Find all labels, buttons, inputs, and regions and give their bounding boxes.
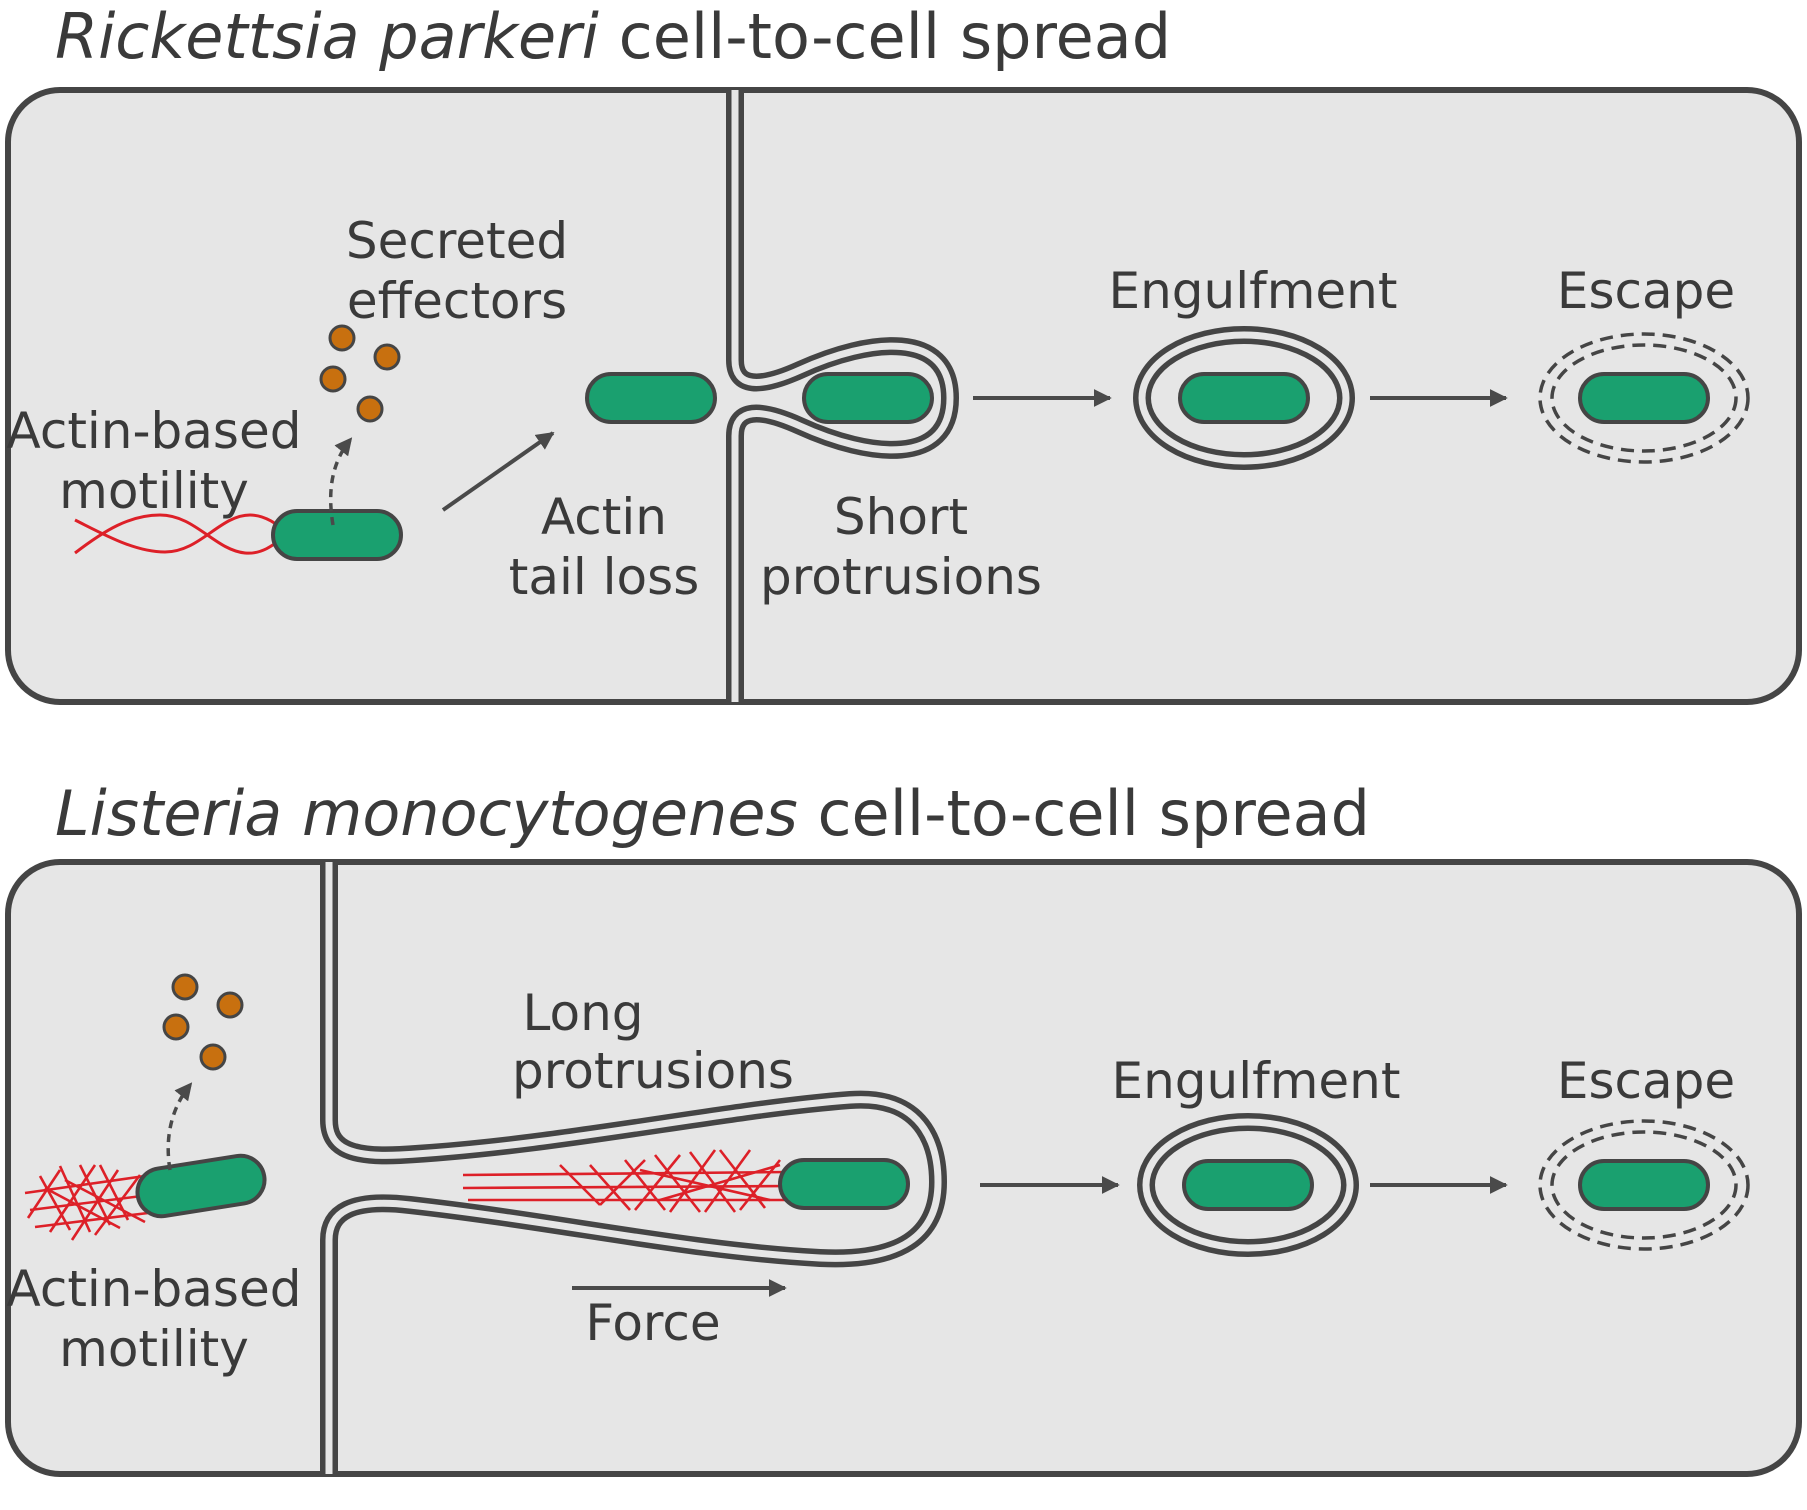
listeria-effectors — [162, 973, 244, 1071]
rickettsia-tail-loss-label-2: tail loss — [509, 548, 700, 606]
listeria-actin-network-protrusion — [462, 1149, 791, 1213]
rickettsia-bacterium-engulfed — [1178, 372, 1310, 424]
rickettsia-motility-label-1: Actin-based — [7, 402, 302, 460]
rickettsia-effectors-label-1: Secreted — [346, 212, 568, 270]
rickettsia-bacterium-tail-loss — [585, 372, 717, 424]
rickettsia-tail-loss-label-1: Actin — [541, 488, 667, 546]
rickettsia-effectors — [319, 324, 401, 423]
rickettsia-bacterium-motile — [271, 509, 403, 561]
listeria-long-label-1: Long — [523, 984, 644, 1042]
listeria-secretion-arrow — [166, 1082, 193, 1171]
effector-dot — [171, 973, 199, 1001]
listeria-engulfment-label: Engulfment — [1112, 1052, 1401, 1110]
effector-dot — [356, 395, 384, 423]
rickettsia-title: Rickettsia parkeri cell-to-cell spread — [55, 0, 1171, 73]
rickettsia-title-rest: cell-to-cell spread — [599, 0, 1171, 73]
effector-dot — [216, 991, 244, 1019]
rickettsia-effectors-label-2: effectors — [347, 272, 567, 330]
rickettsia-escape-vacuole — [1538, 332, 1750, 464]
rickettsia-escape-label: Escape — [1557, 262, 1735, 320]
listeria-title-species: Listeria monocytogenes — [55, 777, 798, 850]
listeria-cell-membrane — [320, 862, 947, 1474]
listeria-force-label: Force — [585, 1294, 720, 1352]
listeria-escape-label: Escape — [1557, 1052, 1735, 1110]
listeria-escape-vacuole — [1538, 1119, 1750, 1251]
rickettsia-bacterium-escaped — [1578, 372, 1710, 424]
rickettsia-title-species: Rickettsia parkeri — [55, 0, 599, 73]
rickettsia-secretion-arrow — [328, 437, 353, 526]
rickettsia-short-label-1: Short — [834, 488, 968, 546]
rickettsia-cell-membrane — [726, 90, 959, 702]
listeria-title: Listeria monocytogenes cell-to-cell spre… — [55, 777, 1370, 850]
effector-dot — [373, 343, 401, 371]
effector-dot — [162, 1013, 190, 1041]
listeria-title-rest: cell-to-cell spread — [798, 777, 1370, 850]
rickettsia-short-label-2: protrusions — [760, 548, 1042, 606]
effector-dot — [328, 324, 356, 352]
rickettsia-engulfment-vacuole — [1133, 326, 1355, 470]
listeria-bacterium-motile — [135, 1153, 267, 1219]
listeria-actin-network-motile — [24, 1164, 151, 1241]
rickettsia-bacterium-protrusion — [802, 372, 934, 424]
listeria-motility-label-2: motility — [59, 1320, 249, 1378]
rickettsia-progress-arrow-1 — [441, 431, 555, 512]
listeria-bacterium-protrusion — [778, 1158, 910, 1210]
effector-dot — [199, 1043, 227, 1071]
listeria-bacterium-escaped — [1578, 1159, 1710, 1211]
listeria-bacterium-engulfed — [1182, 1159, 1314, 1211]
effector-dot — [319, 365, 347, 393]
rickettsia-motility-label-2: motility — [59, 462, 249, 520]
rickettsia-engulfment-label: Engulfment — [1109, 262, 1398, 320]
listeria-long-label-2: protrusions — [512, 1042, 794, 1100]
listeria-motility-label-1: Actin-based — [7, 1260, 302, 1318]
listeria-engulfment-vacuole — [1137, 1113, 1359, 1257]
